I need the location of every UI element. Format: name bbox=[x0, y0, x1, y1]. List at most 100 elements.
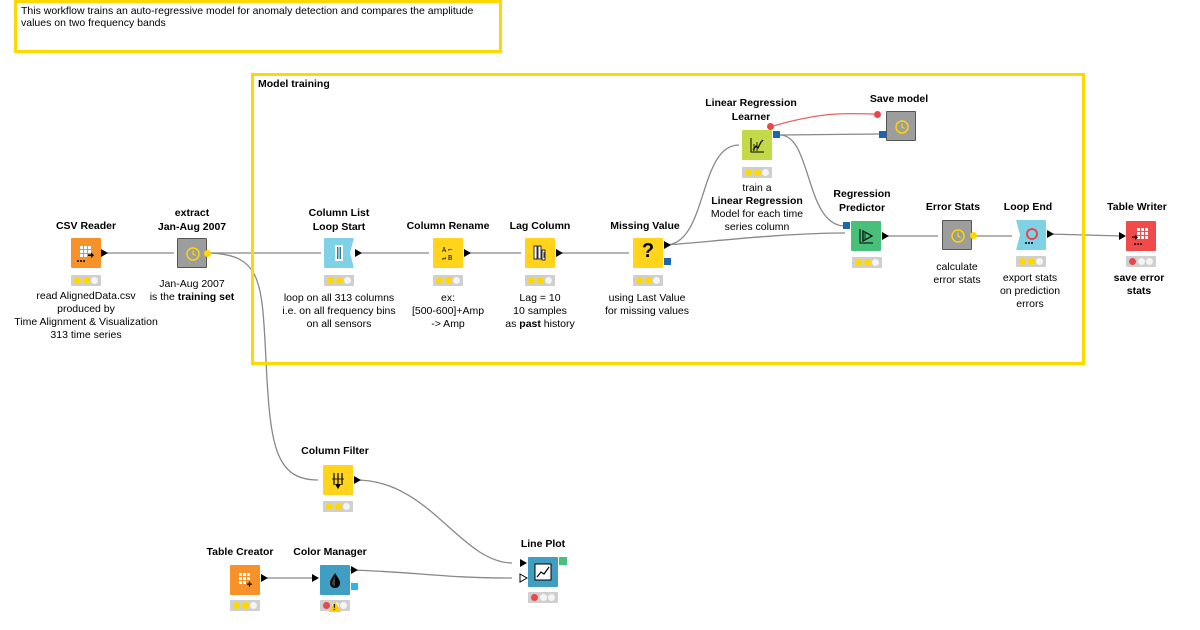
loop-end-status bbox=[1016, 256, 1046, 267]
wire-missing-to-learner bbox=[664, 144, 740, 246]
warning-mark: ! bbox=[333, 603, 336, 612]
table-writer-input-port[interactable] bbox=[1119, 232, 1126, 240]
wire-loopend-to-writer bbox=[1047, 233, 1123, 237]
workflow-description-text: This workflow trains an auto-regressive … bbox=[21, 5, 474, 29]
extract-output-port[interactable] bbox=[204, 250, 211, 257]
color-manager-node[interactable] bbox=[320, 565, 350, 595]
missing-value-output-port[interactable] bbox=[664, 241, 671, 249]
loop-end-description: export stats on prediction errors bbox=[999, 272, 1061, 310]
error-stats-description: calculate error stats bbox=[933, 261, 981, 286]
svg-text:↵: ↵ bbox=[442, 254, 446, 262]
table-writer-node[interactable] bbox=[1126, 221, 1156, 251]
table-read-icon bbox=[77, 246, 94, 262]
error-stats-title: Error Stats bbox=[925, 201, 981, 213]
column-filter-node[interactable] bbox=[323, 465, 353, 495]
table-writer-title: Table Writer bbox=[1107, 201, 1167, 213]
metanode-icon bbox=[186, 247, 200, 261]
model-training-annotation[interactable]: Model training bbox=[251, 73, 1085, 365]
error-stats-metanode[interactable] bbox=[942, 220, 972, 250]
loop-end-output-port[interactable] bbox=[1047, 230, 1054, 238]
column-rename-output-port[interactable] bbox=[464, 249, 471, 257]
linear-regression-learner-description: train a Linear Regression Model for each… bbox=[710, 182, 804, 233]
column-filter-title: Column Filter bbox=[301, 445, 369, 457]
lag-column-title: Lag Column bbox=[509, 220, 571, 232]
extract-metanode[interactable] bbox=[177, 238, 207, 268]
column-list-loop-start-title: Column List Loop Start bbox=[308, 207, 370, 233]
save-model-input-model-port[interactable] bbox=[874, 111, 881, 118]
color-manager-output-port[interactable] bbox=[351, 566, 358, 574]
save-model-title: Save model bbox=[869, 93, 929, 105]
lag-column-icon bbox=[533, 245, 546, 261]
line-plot-node[interactable] bbox=[528, 557, 558, 587]
save-model-input-port[interactable] bbox=[879, 131, 886, 138]
svg-text:⌐: ⌐ bbox=[448, 246, 452, 254]
table-create-icon bbox=[239, 573, 252, 587]
csv-reader-description: read AlignedData.csv produced by Time Al… bbox=[14, 290, 158, 341]
line-plot-title: Line Plot bbox=[520, 538, 566, 550]
error-stats-output-port[interactable] bbox=[970, 232, 977, 239]
save-model-metanode[interactable] bbox=[886, 111, 916, 141]
lag-column-output-port[interactable] bbox=[556, 249, 563, 257]
linear-regression-learner-node[interactable] bbox=[742, 130, 772, 160]
extract-title: extract Jan-Aug 2007 bbox=[157, 207, 227, 233]
regression-predictor-status bbox=[852, 257, 882, 268]
missing-value-node[interactable]: ? bbox=[633, 238, 663, 268]
loop-start-icon bbox=[335, 238, 354, 268]
workflow-description-annotation[interactable]: This workflow trains an auto-regressive … bbox=[14, 0, 502, 53]
lag-column-description: Lag = 10 10 samples as past history bbox=[505, 292, 575, 330]
column-rename-description: ex: [500-600]+Amp -> Amp bbox=[411, 292, 485, 330]
linear-regression-learner-model-port[interactable] bbox=[767, 123, 774, 130]
loop-end-title: Loop End bbox=[1003, 201, 1053, 213]
csv-reader-status bbox=[71, 275, 101, 286]
color-manager-input-port[interactable] bbox=[312, 574, 319, 582]
line-plot-input-port-data[interactable] bbox=[520, 559, 527, 567]
column-list-loop-start-status bbox=[324, 275, 354, 286]
regression-predictor-model-input-port[interactable] bbox=[843, 222, 850, 229]
wire-colormanager-to-lineplot bbox=[349, 569, 513, 579]
wire-learner-to-save bbox=[779, 133, 880, 136]
column-filter-icon bbox=[332, 473, 344, 489]
color-manager-model-port[interactable] bbox=[351, 583, 358, 590]
wire-columnfilter-to-lineplot bbox=[355, 479, 513, 564]
extract-description: Jan-Aug 2007 is the training set bbox=[149, 278, 235, 303]
column-rename-node[interactable]: A ⌐ ↵ B bbox=[433, 238, 463, 268]
column-rename-title: Column Rename bbox=[406, 220, 490, 232]
loop-end-node[interactable] bbox=[1016, 220, 1046, 250]
regression-learner-icon bbox=[750, 138, 764, 153]
regression-predictor-icon bbox=[859, 229, 874, 244]
csv-reader-title: CSV Reader bbox=[55, 220, 117, 232]
linear-regression-learner-output-port[interactable] bbox=[773, 131, 780, 138]
table-creator-node[interactable] bbox=[230, 565, 260, 595]
color-manager-title: Color Manager bbox=[293, 546, 367, 558]
question-icon: ? bbox=[641, 240, 655, 262]
loop-end-icon bbox=[1016, 220, 1038, 250]
wire-missing-to-predictor bbox=[664, 232, 846, 246]
missing-value-model-port[interactable] bbox=[664, 258, 671, 265]
table-creator-output-port[interactable] bbox=[261, 574, 268, 582]
metanode-icon bbox=[895, 120, 909, 134]
column-list-loop-start-output-port[interactable] bbox=[355, 249, 362, 257]
line-plot-status bbox=[528, 592, 558, 603]
line-plot-input-port-color-outline bbox=[519, 573, 529, 583]
column-list-loop-start-node[interactable] bbox=[324, 238, 354, 268]
rename-icon: A ⌐ ↵ B bbox=[442, 246, 452, 262]
regression-predictor-output-port[interactable] bbox=[882, 232, 889, 240]
column-rename-status bbox=[433, 275, 463, 286]
lag-column-node[interactable] bbox=[525, 238, 555, 268]
wire-extract-to-columnfilter bbox=[209, 252, 319, 481]
table-writer-description: save error stats bbox=[1113, 272, 1165, 297]
wire-learner-model-to-save bbox=[772, 112, 875, 127]
missing-value-status bbox=[633, 275, 663, 286]
table-writer-status bbox=[1126, 256, 1156, 267]
column-filter-output-port[interactable] bbox=[354, 476, 361, 484]
svg-text:A: A bbox=[442, 246, 447, 254]
line-plot-view-port[interactable] bbox=[559, 557, 567, 565]
csv-reader-node[interactable] bbox=[71, 238, 101, 268]
csv-reader-output-port[interactable] bbox=[101, 249, 108, 257]
regression-predictor-node[interactable] bbox=[851, 221, 881, 251]
table-creator-title: Table Creator bbox=[206, 546, 274, 558]
wire-learner-to-predictor bbox=[779, 134, 846, 227]
model-training-label: Model training bbox=[258, 78, 330, 90]
line-chart-icon bbox=[534, 563, 552, 581]
